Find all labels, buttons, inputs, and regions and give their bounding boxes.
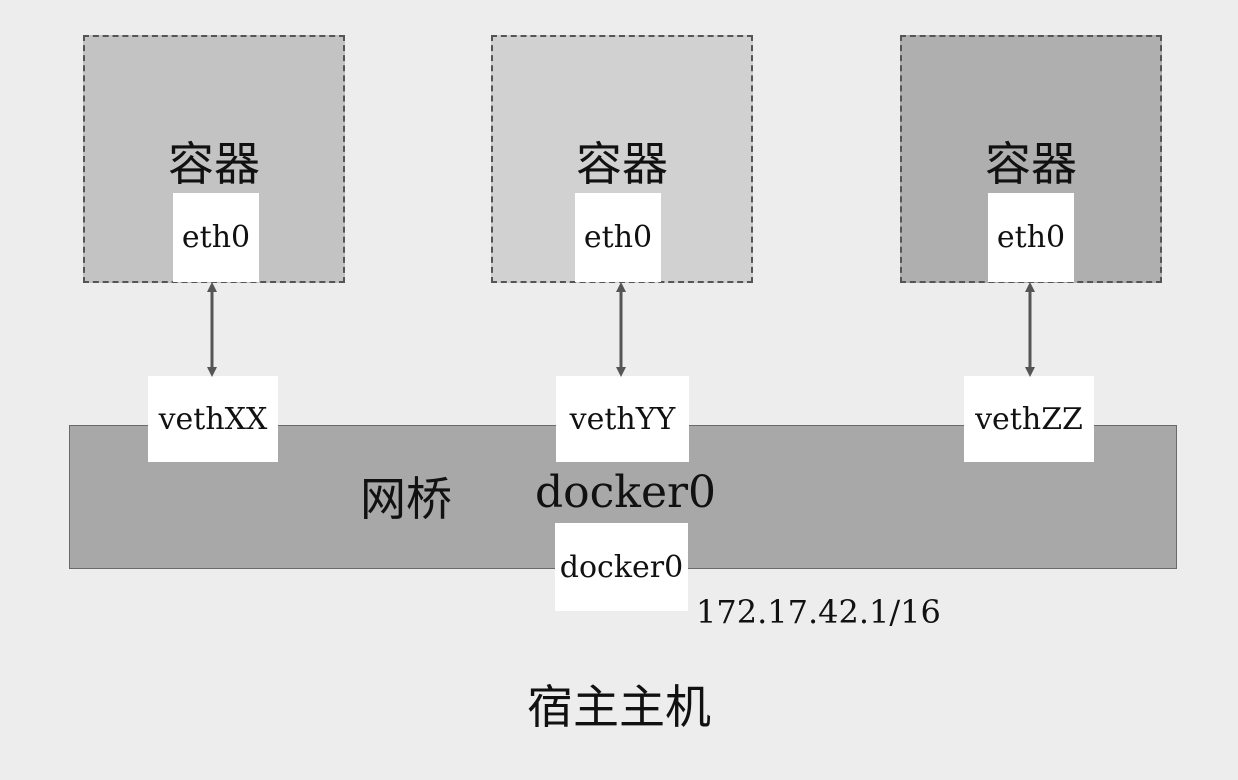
host-label: 宿主主机 [527, 680, 711, 734]
bridge-ip-address: 172.17.42.1/16 [696, 593, 941, 631]
eth0-port-2: eth0 [575, 193, 661, 282]
container-label-3: 容器 [985, 137, 1077, 191]
bridge-label: 网桥 [360, 472, 452, 526]
container-label-2: 容器 [576, 137, 668, 191]
eth0-port-1: eth0 [173, 193, 259, 282]
docker0-interface: docker0 [555, 523, 688, 611]
bridge-name: docker0 [535, 467, 717, 518]
container-label-1: 容器 [168, 137, 260, 191]
veth-port-zz: vethZZ [964, 376, 1094, 462]
veth-port-xx: vethXX [148, 376, 278, 462]
eth0-port-3: eth0 [988, 193, 1074, 282]
veth-port-yy: vethYY [556, 376, 689, 462]
